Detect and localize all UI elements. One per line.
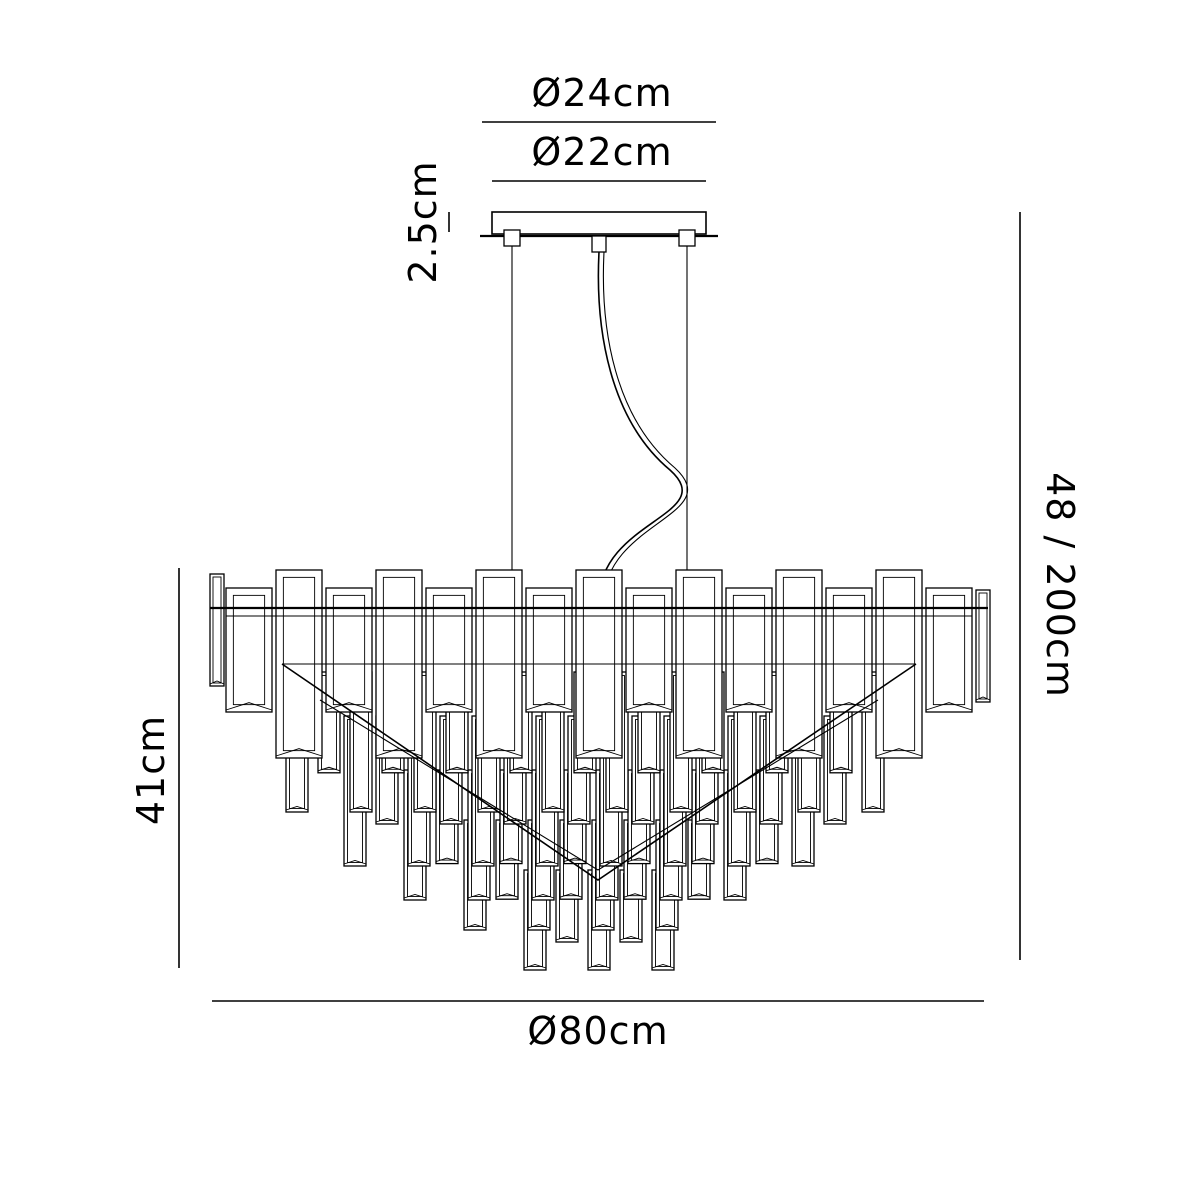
label-canopy-height: 2.5cm (401, 160, 445, 283)
label-canopy-inner: Ø22cm (531, 130, 672, 174)
label-body-diameter: Ø80cm (527, 1009, 668, 1053)
label-canopy-outer: Ø24cm (531, 71, 672, 115)
suspension (511, 246, 689, 610)
crystal-top-short (625, 587, 673, 713)
crystal-side-right (975, 589, 991, 703)
canopy-cable-entry (591, 235, 607, 253)
canopy-gripper-left (503, 229, 521, 247)
dimension-lines (178, 121, 1021, 1002)
label-body-height: 41cm (129, 715, 173, 825)
ceiling-canopy (480, 211, 718, 253)
crystal-top-short (425, 587, 473, 713)
label-overall-height: 48 / 200cm (1038, 472, 1082, 698)
crystal-top-short (725, 587, 773, 713)
cone-frame (281, 663, 917, 881)
crystal-top-short (325, 587, 373, 713)
crystal-top-short (525, 587, 573, 713)
cone-frame-inner (319, 699, 879, 871)
crystal-side-left (209, 573, 225, 687)
crystal-top-short (825, 587, 873, 713)
chandelier-body (209, 569, 991, 971)
crystal-top-short (925, 587, 973, 713)
power-cable-outline (602, 251, 689, 601)
power-cable (597, 251, 683, 601)
crystal-top-short (225, 587, 273, 713)
canopy-plate (491, 211, 707, 235)
canopy-gripper-right (678, 229, 696, 247)
